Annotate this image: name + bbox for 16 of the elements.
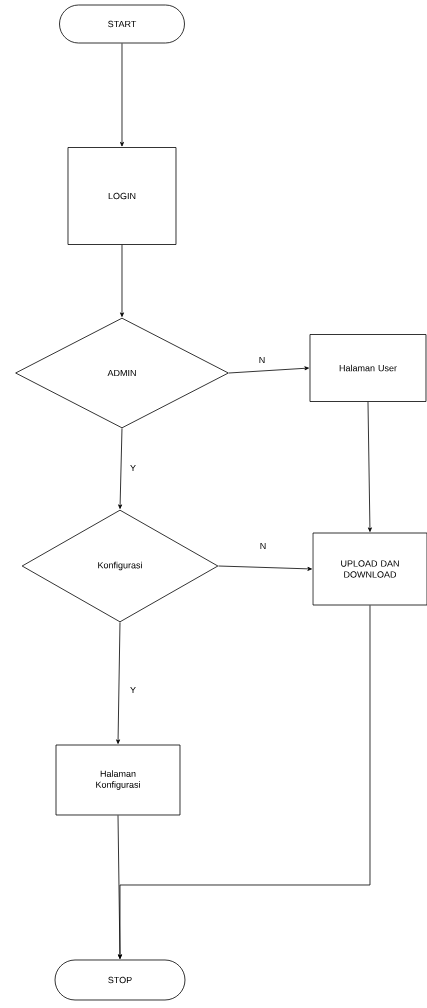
- edge-label: Y: [129, 463, 137, 473]
- edge-label: N: [257, 355, 267, 365]
- edge-label: N: [258, 541, 268, 551]
- arrow: [367, 401, 372, 532]
- process-box: Halaman User: [309, 334, 427, 402]
- arrow: [120, 43, 124, 147]
- arrow: [116, 622, 121, 744]
- edge-label: Y: [129, 685, 137, 695]
- process-box: Halaman Konfigurasi: [55, 744, 181, 816]
- arrow: [118, 428, 123, 509]
- process-box: LOGIN: [67, 147, 177, 245]
- process-box: UPLOAD DAN DOWNLOAD: [312, 532, 427, 606]
- arrow: [120, 244, 124, 317]
- arrow: [118, 605, 371, 959]
- arrow: [218, 565, 312, 571]
- arrow: [228, 366, 309, 374]
